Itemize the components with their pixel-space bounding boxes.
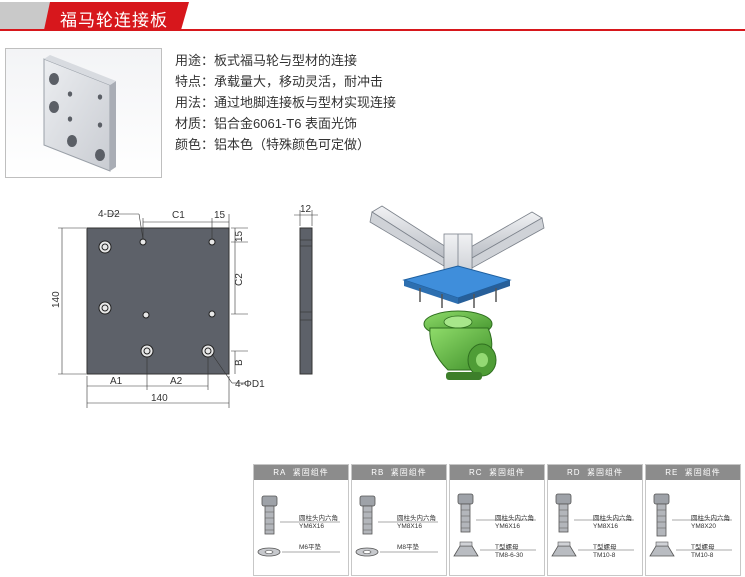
hole-inner — [204, 347, 212, 355]
label-c2: C2 — [234, 273, 245, 286]
kit-illustration — [453, 493, 536, 557]
spec-list: 用途：板式福马轮与型材的连接 特点：承载量大，移动灵活，耐冲击 用法：通过地脚连… — [175, 50, 396, 155]
kit-illustration — [355, 495, 438, 557]
t-nut-icon — [551, 545, 577, 557]
t-nut-icon — [649, 545, 675, 557]
kit-illustration — [257, 495, 340, 557]
kit-part1-label: 圆柱头内六角 — [299, 515, 338, 522]
label-c1: C1 — [172, 210, 185, 221]
label-edge-top: 15 — [214, 210, 226, 221]
hole-inner — [101, 243, 109, 251]
hex-bolt-icon — [359, 495, 376, 507]
label-width: 140 — [151, 393, 168, 404]
title-background — [44, 2, 189, 30]
hex-bolt-icon — [653, 493, 670, 505]
kit-part2-spec: TM10-8 — [593, 552, 616, 559]
kit-part1-label: 圆柱头内六角 — [593, 515, 632, 522]
kit-part2-label: M8平垫 — [397, 544, 420, 551]
kit-part1-spec: YM6X16 — [495, 523, 520, 530]
kit-part1-spec: YM6X16 — [299, 523, 324, 530]
product-photo — [5, 48, 162, 178]
kit-part2-label: M6平垫 — [299, 544, 322, 551]
thread-hole — [142, 311, 150, 319]
kit-header: RB 紧固组件 — [352, 465, 446, 480]
kit-header: RE 紧固组件 — [646, 465, 740, 480]
label-height: 140 — [51, 291, 62, 308]
kit-part2-label: T型螺母 — [691, 544, 715, 551]
title-underline — [0, 29, 745, 31]
assembly-illustration — [369, 205, 545, 380]
label-b: B — [234, 359, 245, 366]
kit-part1-spec: YM8X16 — [397, 523, 422, 530]
kit-illustration — [649, 493, 732, 557]
label-thickness: 12 — [300, 204, 312, 215]
kit-part2-label: T型螺母 — [593, 544, 617, 551]
label-a1: A1 — [110, 376, 123, 387]
hole-inner — [101, 304, 109, 312]
title-bar: 福马轮连接板 — [0, 2, 745, 31]
hole-inner — [143, 347, 151, 355]
hex-bolt-icon — [457, 493, 474, 505]
t-nut-icon — [453, 545, 479, 557]
kit-part1-spec: YM8X16 — [593, 523, 618, 530]
spec-usage: 用途：板式福马轮与型材的连接 — [175, 53, 358, 68]
label-holes-bottom: 4-ΦD1 — [235, 379, 265, 390]
kit-header: RA 紧固组件 — [254, 465, 348, 480]
hex-bolt-icon — [555, 493, 572, 505]
hex-bolt-icon — [261, 495, 278, 507]
spec-material: 材质：铝合金6061-T6 表面光饰 — [175, 116, 358, 131]
thread-hole — [208, 310, 216, 318]
kit-header: RD 紧固组件 — [548, 465, 642, 480]
plate-side-view — [299, 227, 313, 375]
kit-part2-spec: TM10-8 — [691, 552, 714, 559]
kit-part1-label: 圆柱头内六角 — [495, 515, 534, 522]
title-tab-decoration — [0, 2, 50, 30]
spec-color: 颜色：铝本色（特殊颜色可定做） — [175, 137, 371, 152]
label-edge-right: 15 — [234, 230, 245, 242]
kit-part1-spec: YM8X20 — [691, 523, 716, 530]
kit-part2-spec: TM8-6-30 — [495, 552, 524, 559]
kit-part1-label: 圆柱头内六角 — [691, 515, 730, 522]
spec-features: 特点：承载量大，移动灵活，耐冲击 — [175, 74, 384, 89]
technical-drawing: 4-D2 C1 15 15 C2 B 140 A1 A2 4-ΦD1 140 1… — [51, 204, 318, 408]
spec-method: 用法：通过地脚连接板与型材实现连接 — [175, 95, 397, 110]
label-a2: A2 — [170, 376, 183, 387]
kit-part2-label: T型螺母 — [495, 544, 519, 551]
kit-header: RC 紧固组件 — [450, 465, 544, 480]
label-holes-top: 4-D2 — [98, 209, 120, 220]
page-title: 福马轮连接板 — [60, 11, 168, 30]
plate-render-image — [43, 55, 116, 172]
kit-part1-label: 圆柱头内六角 — [397, 515, 436, 522]
kit-illustration — [551, 493, 634, 557]
